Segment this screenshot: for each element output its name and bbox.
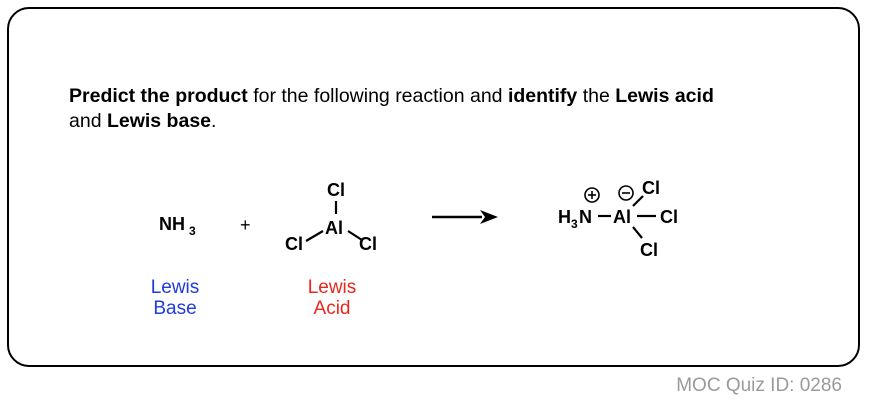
product-adduct: H 3 N Al Cl Cl Cl bbox=[558, 178, 678, 260]
reaction-arrow bbox=[432, 210, 498, 224]
question-bold-lewis-base: Lewis base bbox=[106, 110, 212, 132]
lewis-base-label: Lewis Base bbox=[140, 277, 210, 319]
question-bold-identify: identify bbox=[507, 85, 578, 107]
bond-al-cl-bottom bbox=[632, 226, 643, 239]
question-text: Predict the product for the following re… bbox=[69, 84, 829, 134]
question-bold-lewis-acid: Lewis acid bbox=[615, 85, 714, 107]
alcl3-cl-top: Cl bbox=[327, 180, 345, 200]
lewis-base-line2: Base bbox=[153, 298, 197, 319]
alcl3-cl-left: Cl bbox=[285, 234, 303, 254]
lewis-base-line1: Lewis bbox=[150, 277, 200, 298]
product-cl-right: Cl bbox=[660, 207, 678, 227]
product-n: N bbox=[579, 207, 592, 227]
question-text-part: . bbox=[211, 110, 217, 132]
product-h: H bbox=[558, 207, 571, 227]
arrow-head bbox=[480, 210, 498, 224]
alcl3-al: Al bbox=[325, 218, 343, 238]
reactant-alcl3: Cl Al Cl Cl bbox=[285, 180, 377, 254]
negative-charge-icon bbox=[618, 185, 634, 201]
question-text-part: the bbox=[577, 85, 616, 107]
nh3-subscript: 3 bbox=[189, 224, 196, 238]
bond-al-cl-top bbox=[632, 195, 644, 207]
question-text-part: for the following reaction and bbox=[247, 85, 508, 107]
positive-charge-icon bbox=[584, 187, 600, 203]
lewis-acid-label: Lewis Acid bbox=[297, 277, 367, 319]
product-cl-top: Cl bbox=[642, 178, 660, 198]
lewis-acid-line1: Lewis bbox=[307, 277, 357, 298]
product-cl-bottom: Cl bbox=[640, 240, 658, 260]
question-text-part: and bbox=[69, 110, 107, 132]
product-al: Al bbox=[613, 207, 631, 227]
reactant-nh3: NH 3 bbox=[159, 214, 196, 238]
bond-al-cl-left bbox=[305, 230, 324, 242]
quiz-card bbox=[7, 7, 860, 367]
plus-sign: + bbox=[240, 215, 251, 235]
lewis-acid-line2: Acid bbox=[313, 298, 351, 319]
question-bold-predict: Predict the product bbox=[69, 85, 248, 107]
bond-al-cl-right bbox=[347, 230, 363, 241]
alcl3-cl-right: Cl bbox=[359, 234, 377, 254]
product-h-subscript: 3 bbox=[571, 217, 578, 231]
nh3-main: NH bbox=[159, 214, 185, 234]
quiz-id: MOC Quiz ID: 0286 bbox=[676, 375, 842, 396]
